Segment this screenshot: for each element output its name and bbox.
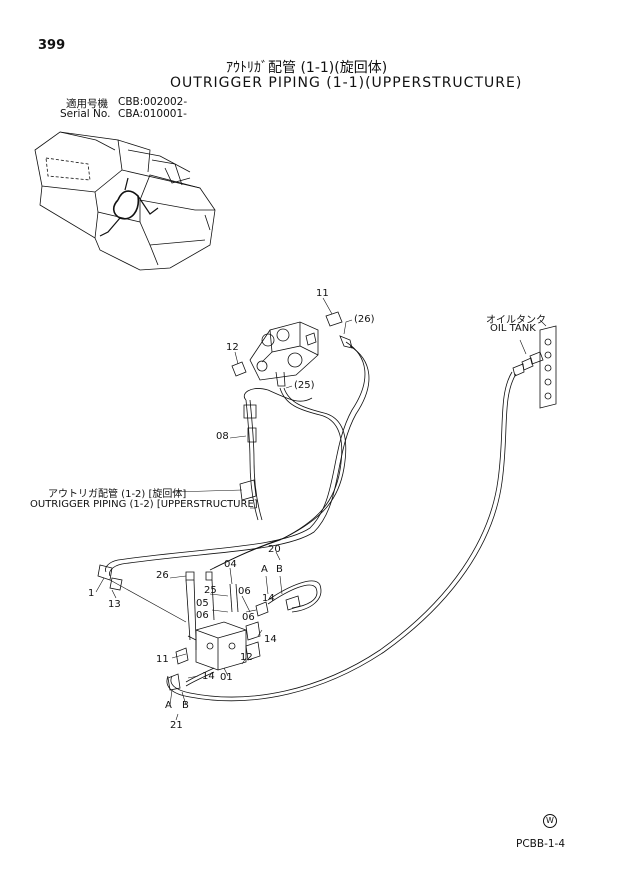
- part-label-14-c: 14: [202, 671, 215, 682]
- part-label-06-b: 06: [238, 586, 251, 597]
- serial-value-1: CBB:002002-: [118, 96, 188, 108]
- oil-tank-label-jp: オイルタンク: [486, 315, 546, 326]
- outrigger-valve-block: [249, 321, 319, 387]
- reference-label-en: OUTRIGGER PIPING (1-2) [UPPERSTRUCTURE]: [30, 499, 258, 510]
- part-label-26: (26): [354, 314, 375, 325]
- part-label-06-a: 06: [196, 610, 209, 621]
- title-english: OUTRIGGER PIPING (1-1)(UPPERSTRUCTURE): [170, 75, 523, 91]
- part-label-12-bottom: 12: [240, 652, 253, 663]
- part-label-12: 12: [226, 342, 239, 353]
- oil-tank-panel: [512, 325, 557, 409]
- part-label-20-b: B: [276, 564, 283, 575]
- part-label-26-mid: 26: [156, 570, 169, 581]
- part-label-21-a: A: [165, 700, 172, 711]
- fittings: [97, 311, 353, 691]
- page-code: PCBB-1-4: [516, 838, 566, 850]
- serial-label-en: Serial No.: [60, 108, 111, 120]
- machine-overview: [34, 131, 216, 271]
- revision-mark: W: [543, 814, 557, 828]
- part-label-25: (25): [294, 380, 315, 391]
- part-label-06-c: 06: [242, 612, 255, 623]
- part-label-08: 08: [216, 431, 229, 442]
- part-label-04: 04: [224, 559, 237, 570]
- page-number: 399: [38, 38, 66, 53]
- serial-label-jp: 適用号機: [66, 98, 108, 110]
- part-label-21: 21: [170, 720, 183, 731]
- oil-tank-label-en: OIL TANK: [490, 323, 536, 334]
- part-label-01: 01: [220, 672, 233, 683]
- part-label-14-a: 14: [262, 593, 275, 604]
- part-label-20-a: A: [261, 564, 268, 575]
- leader-lines: [95, 297, 547, 721]
- part-label-14-b: 14: [264, 634, 277, 645]
- title-japanese: ｱｳﾄﾘｶﾞ配管 (1-1)(旋回体): [226, 60, 388, 76]
- part-label-20: 20: [268, 544, 281, 555]
- part-label-1: 1: [88, 588, 95, 599]
- part-label-11-bottom: 11: [156, 654, 169, 665]
- part-label-25-mid: 25: [204, 585, 217, 596]
- part-label-11: 11: [316, 288, 329, 299]
- part-label-13: 13: [108, 599, 121, 610]
- part-label-05: 05: [196, 598, 209, 609]
- hoses: [105, 341, 517, 702]
- serial-value-2: CBA:010001-: [118, 108, 187, 120]
- junction-block: [187, 621, 261, 671]
- part-label-21-b: B: [182, 700, 189, 711]
- reference-label-jp: アウトリガ配管 (1-2) [旋回体]: [48, 489, 187, 500]
